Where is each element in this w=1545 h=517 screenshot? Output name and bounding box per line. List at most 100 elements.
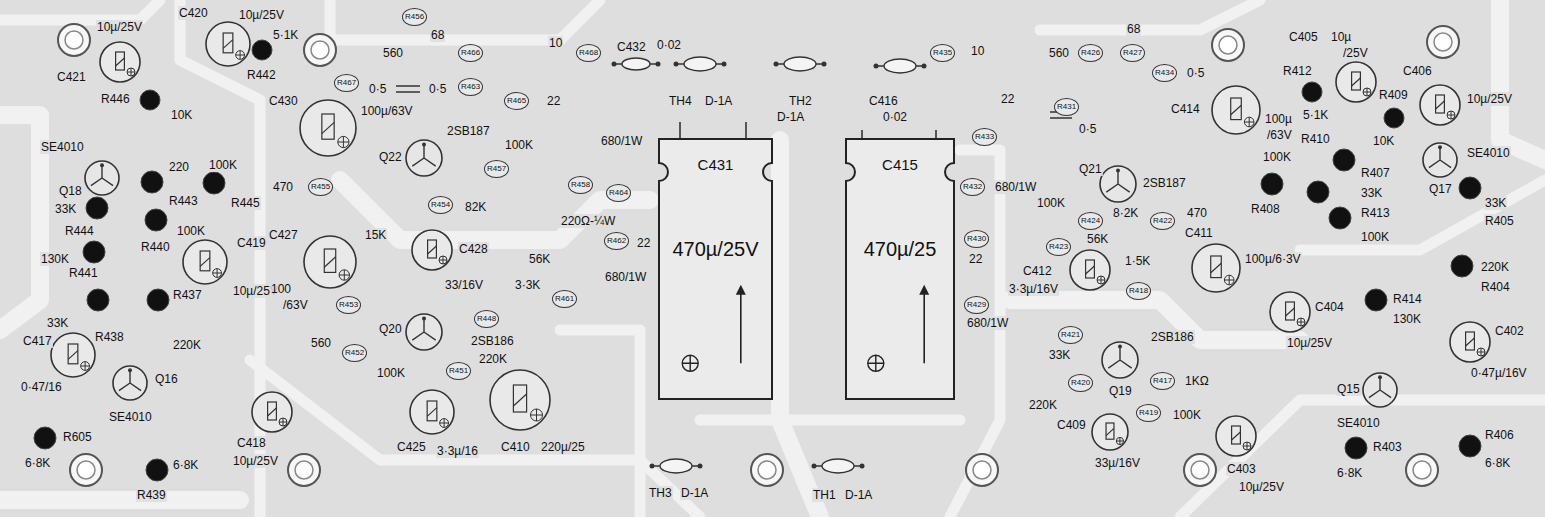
capacitor-body: [513, 385, 526, 412]
component-label: C406: [1402, 64, 1433, 78]
component-label: 100K: [504, 138, 534, 152]
hole-pad: [751, 454, 783, 486]
polarity-plus: [1477, 348, 1485, 356]
component-label: 1·5K: [1124, 254, 1151, 268]
part-ref: C415: [845, 156, 955, 173]
mounting-hole: [304, 34, 336, 66]
capacitor-body: [428, 240, 437, 258]
component-label: R408: [1250, 202, 1281, 216]
component-label: 100µ/63V: [360, 104, 414, 118]
capacitor-outline: [300, 100, 356, 156]
component-label: SE4010: [1336, 416, 1381, 430]
disc-pad: [774, 62, 779, 67]
resistor-pad: [86, 197, 108, 219]
component-label: 100K: [1360, 230, 1390, 244]
capacitor-case: [659, 139, 772, 399]
polarity-plus: [81, 362, 90, 371]
polarity-mark: [1447, 111, 1455, 119]
resistor-ref: R420: [1068, 374, 1093, 392]
copper-trace: [0, 491, 240, 509]
component-label: C432: [616, 40, 647, 54]
component-label: 15K: [364, 228, 387, 242]
resistor-ref: R448: [474, 310, 499, 328]
component-label: C411: [1184, 226, 1214, 240]
resistor-pad: [34, 427, 56, 449]
capacitor-body: [268, 402, 277, 420]
copper-trace: [700, 415, 960, 426]
component-label: R438: [94, 330, 125, 344]
transistor-symbol: [406, 314, 442, 350]
component-label: 100K: [208, 158, 238, 172]
component-label: D-1A: [680, 486, 709, 500]
hole-bore: [65, 31, 83, 49]
mounting-hole: [1212, 29, 1244, 61]
disc-pad: [922, 64, 927, 69]
component-label: 0·5: [1186, 66, 1205, 80]
resistor-ref: R464: [606, 184, 631, 202]
polarity-plus: [236, 51, 245, 60]
resistor-pad: [1365, 289, 1387, 311]
component-label: 1KΩ: [1184, 374, 1210, 388]
mounting-hole: [1184, 454, 1216, 486]
capacitor-body: [68, 344, 78, 364]
hole-bore: [295, 461, 313, 479]
mounting-hole: [1427, 26, 1459, 58]
component-label: 2SB187: [446, 124, 491, 138]
component-label: C416: [868, 94, 899, 108]
component-label: Q19: [1108, 384, 1133, 398]
disc-body: [660, 459, 692, 473]
resistor-ref: R456: [402, 8, 427, 26]
capacitor-symbol: [1212, 86, 1260, 134]
hole-bore: [973, 461, 991, 479]
resistor-ref: R429: [964, 296, 989, 314]
component-label: 560: [1048, 46, 1070, 60]
component-label: Q17: [1428, 182, 1453, 196]
hole-pad: [1406, 454, 1438, 486]
capacitor-hatch: [200, 258, 210, 267]
disc-part: [650, 459, 703, 473]
hole-bore: [1219, 36, 1237, 54]
component-label: C427: [268, 228, 299, 242]
mounting-hole: [58, 24, 90, 56]
capacitor-outline: [1420, 85, 1460, 125]
capacitor-outline: [412, 230, 452, 270]
mounting-hole: [966, 454, 998, 486]
component-label: D-1A: [776, 110, 805, 124]
capacitor-body: [1106, 423, 1114, 439]
resistor-ref: R418: [1126, 282, 1151, 300]
resistor-ref: R455: [308, 178, 333, 196]
transistor-pad: [1438, 145, 1442, 149]
polarity-mark: [440, 419, 449, 428]
component-label: C420: [178, 6, 209, 20]
component-label: Q18: [58, 184, 83, 198]
component-label: 0·5: [1078, 122, 1097, 136]
capacitor-outline: [490, 370, 550, 430]
resistor-pad: [203, 172, 225, 194]
polarity-mark: [1477, 348, 1485, 356]
hole-pad: [1212, 29, 1244, 61]
polarity-plus: [440, 419, 449, 428]
transistor-leads: [119, 370, 141, 390]
component-label: /63V: [282, 298, 309, 312]
capacitor-body: [200, 251, 210, 271]
capacitor-outline: [1270, 292, 1310, 332]
polarity-mark: [1116, 437, 1123, 444]
transistor-leads: [1429, 147, 1451, 167]
capacitor-outline: [51, 333, 95, 377]
component-label: 470: [272, 180, 294, 194]
component-label: 8·2K: [1112, 206, 1139, 220]
capacitor-hatch: [322, 122, 334, 133]
component-label: 10: [548, 36, 563, 50]
capacitor-body: [1286, 302, 1295, 320]
disc-pad: [656, 62, 661, 67]
component-label: 10µ/25V: [1238, 480, 1285, 494]
polarity-mark: [1097, 276, 1105, 284]
component-label: 680/1W: [600, 134, 643, 148]
polarity-mark: [1244, 117, 1254, 127]
transistor-leads: [412, 319, 435, 341]
polarity-arrow-head: [736, 285, 746, 295]
component-label: 82K: [464, 200, 487, 214]
resistor-ref: R462: [604, 232, 629, 250]
component-label: C414: [1170, 102, 1201, 116]
